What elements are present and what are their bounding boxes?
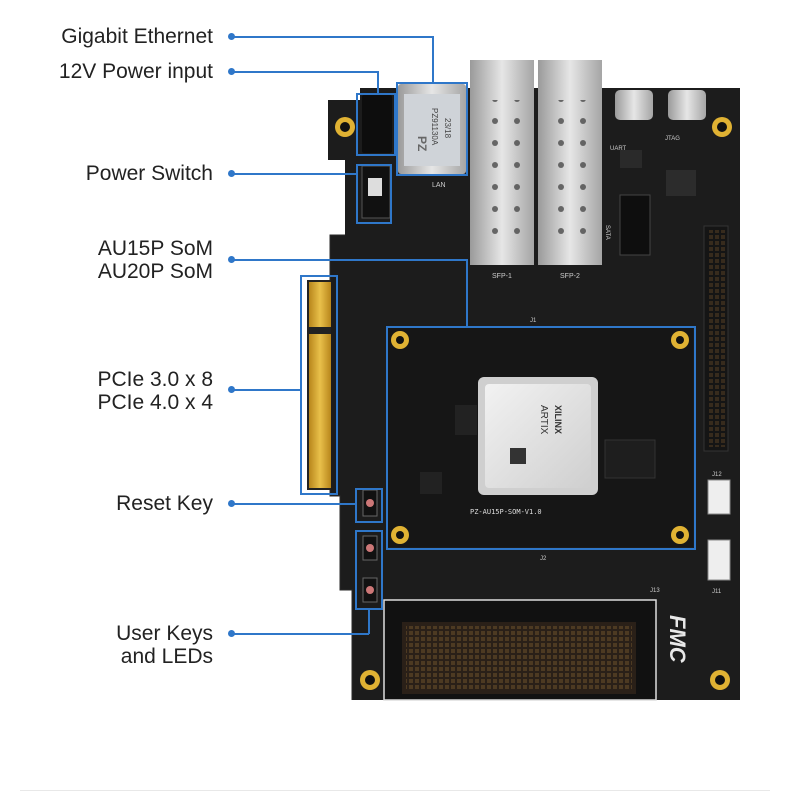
label-reset-key: Reset Key: [116, 492, 213, 515]
svg-text:J12: J12: [712, 472, 722, 478]
highlight-ethernet: [396, 82, 468, 176]
sfp-cages: [470, 60, 602, 265]
svg-text:PZ: PZ: [415, 136, 429, 151]
label-user-keys: User Keys and LEDs: [116, 622, 213, 668]
bottom-divider: [20, 790, 770, 791]
label-som: AU15P SoM AU20P SoM: [97, 237, 213, 283]
highlight-som: [386, 326, 696, 550]
pcie-gold-fingers: [307, 280, 331, 490]
label-gigabit-ethernet: Gigabit Ethernet: [61, 25, 213, 48]
highlight-user-keys: [355, 530, 383, 610]
highlight-reset-key: [355, 488, 383, 523]
label-power-switch: Power Switch: [85, 162, 213, 185]
line-som-v: [466, 259, 468, 327]
power-jack: [362, 95, 392, 153]
svg-text:SFP-2: SFP-2: [560, 273, 580, 280]
svg-text:XILINX: XILINX: [553, 405, 563, 434]
line-power-v: [377, 71, 379, 94]
label-power-input: 12V Power input: [58, 60, 213, 83]
line-user-h: [231, 633, 369, 635]
ethernet-jack: 23/18 PZ91130A PZ: [398, 84, 466, 174]
highlight-power-switch: [356, 164, 392, 224]
svg-text:PZ-AU15P-SOM-V1.0: PZ-AU15P-SOM-V1.0: [470, 508, 542, 516]
svg-text:FMC: FMC: [665, 615, 690, 664]
svg-text:JTAG: JTAG: [665, 136, 680, 142]
svg-text:J13: J13: [650, 588, 660, 594]
line-reset-h: [231, 503, 356, 505]
fmc-connector: J2 J13: [383, 556, 660, 701]
line-pcie-h: [231, 389, 301, 391]
label-pcie: PCIe 3.0 x 8 PCIe 4.0 x 4: [97, 368, 213, 414]
line-ethernet-v: [432, 36, 434, 83]
svg-text:SATA: SATA: [604, 225, 610, 240]
mounting-holes: [335, 117, 732, 690]
svg-text:SFP-1: SFP-1: [492, 273, 512, 280]
svg-text:LAN: LAN: [432, 182, 446, 189]
svg-text:ARTIX: ARTIX: [538, 405, 549, 435]
highlight-power-jack: [356, 93, 396, 156]
svg-text:J1: J1: [530, 318, 537, 324]
line-switch-h: [231, 173, 357, 175]
svg-text:23/18: 23/18: [443, 118, 452, 139]
highlight-pcie: [300, 275, 338, 495]
line-power-h: [231, 71, 378, 73]
som-module: XILINX ARTIX PZ-AU15P-SOM-V1.0 J1: [387, 318, 693, 547]
usb-c-ports: [615, 90, 706, 120]
line-user-v: [368, 609, 370, 634]
sata-connector: [619, 194, 651, 256]
line-ethernet-h: [231, 36, 433, 38]
svg-text:UART: UART: [610, 146, 627, 152]
svg-text:J11: J11: [712, 589, 722, 595]
keys: [362, 489, 378, 603]
line-som-h: [231, 259, 467, 261]
svg-text:J2: J2: [540, 556, 547, 562]
svg-text:PZ91130A: PZ91130A: [430, 108, 439, 146]
